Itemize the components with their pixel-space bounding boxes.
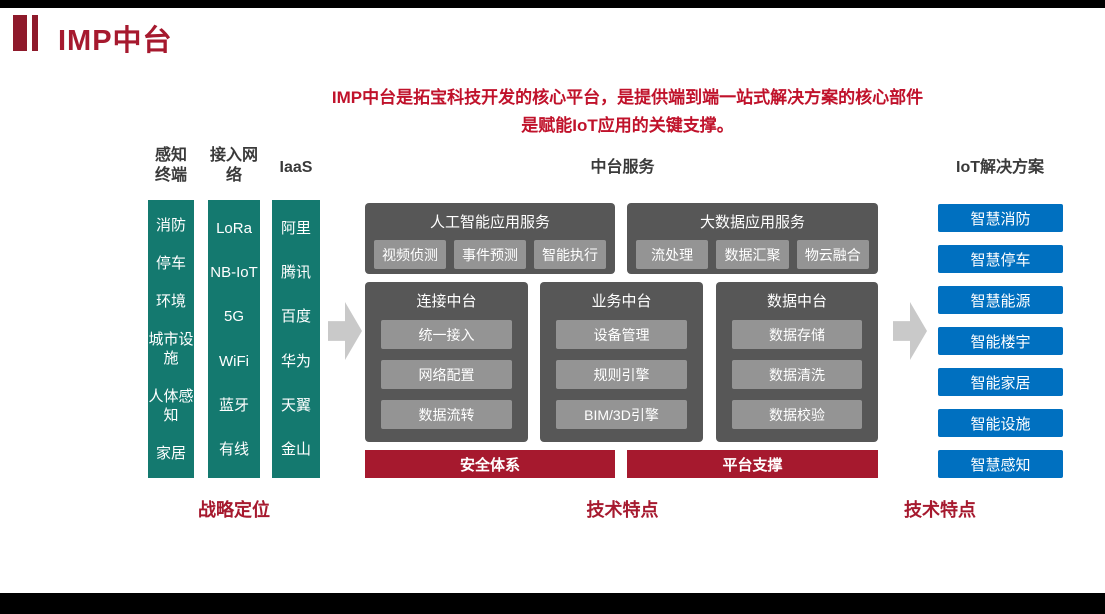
solution-item: 智慧停车	[938, 245, 1063, 273]
pillar-network-item: 5G	[223, 308, 244, 326]
pillar-network-item: NB-IoT	[210, 263, 258, 281]
solution-item: 智慧能源	[938, 286, 1063, 314]
right-arrow-icon	[893, 302, 927, 360]
service-box-bigdata: 大数据应用服务 流处理 数据汇聚 物云融合	[627, 203, 878, 274]
service-box-ai: 人工智能应用服务 视频侦测 事件预测 智能执行	[365, 203, 615, 274]
pillar-iaas-item: 华为	[280, 352, 311, 370]
middle-box-business-title: 业务中台	[591, 293, 652, 310]
pillar-sensing: 消防 停车 环境 城市设施 人体感知 家居	[148, 200, 194, 478]
solution-item: 智慧消防	[938, 204, 1063, 232]
title-accent-bar-thin	[32, 15, 38, 51]
page-title: IMP中台	[58, 25, 173, 57]
middle-box-connect: 连接中台 统一接入 网络配置 数据流转	[365, 282, 528, 442]
service-chip: 统一接入	[381, 320, 512, 349]
subtitle-line-2: 是赋能IoT应用的关键支撑。	[521, 116, 734, 135]
pillar-iaas-item: 百度	[280, 308, 311, 326]
middle-box-data-chips: 数据存储 数据清洗 数据校验	[716, 311, 878, 429]
footer-label-right: 技术特点	[904, 500, 976, 520]
pillar-iaas-item: 天翼	[280, 396, 311, 414]
service-chip: 数据清洗	[732, 360, 862, 389]
middle-box-data: 数据中台 数据存储 数据清洗 数据校验	[716, 282, 878, 442]
foundation-bar-support: 平台支撑	[627, 450, 878, 478]
service-box-bigdata-title: 大数据应用服务	[699, 214, 805, 231]
service-chip: 数据存储	[732, 320, 862, 349]
right-arrow-icon	[328, 302, 362, 360]
solution-item: 智能楼宇	[938, 327, 1063, 355]
middle-box-connect-title: 连接中台	[416, 293, 477, 310]
pillar-sensing-item: 人体感知	[148, 387, 194, 424]
column-header-iaas: IaaS	[279, 159, 313, 176]
service-box-ai-chips: 视频侦测 事件预测 智能执行	[365, 232, 615, 269]
pillar-sensing-item: 家居	[155, 444, 186, 462]
middle-box-business-chips: 设备管理 规则引擎 BIM/3D引擎	[540, 311, 703, 429]
solution-item: 智慧感知	[938, 450, 1063, 478]
service-chip: 数据汇聚	[716, 240, 789, 269]
service-chip: 智能执行	[534, 240, 606, 269]
pillar-iaas-item: 金山	[280, 441, 311, 459]
service-chip: 事件预测	[454, 240, 526, 269]
column-header-network: 接入网络	[209, 147, 258, 184]
solution-item: 智能设施	[938, 409, 1063, 437]
pillar-network-item: 有线	[218, 441, 249, 459]
pillar-network-item: 蓝牙	[218, 396, 249, 414]
subtitle-line-1: IMP中台是拓宝科技开发的核心平台，是提供端到端一站式解决方案的核心部件	[331, 88, 924, 107]
service-chip: 数据校验	[732, 400, 862, 429]
pillar-sensing-item: 城市设施	[148, 330, 194, 367]
pillar-network-item: LoRa	[216, 219, 252, 237]
service-chip: 数据流转	[381, 400, 512, 429]
service-chip: 设备管理	[556, 320, 687, 349]
column-header-solutions: IoT解决方案	[956, 159, 1044, 176]
top-black-bar	[0, 0, 1105, 8]
middle-box-data-title: 数据中台	[766, 293, 827, 310]
footer-label-center: 技术特点	[586, 500, 659, 520]
middle-box-connect-chips: 统一接入 网络配置 数据流转	[365, 311, 528, 429]
pillar-network: LoRa NB-IoT 5G WiFi 蓝牙 有线	[208, 200, 260, 478]
footer-label-left: 战略定位	[198, 500, 270, 520]
service-chip: 流处理	[636, 240, 709, 269]
service-box-ai-title: 人工智能应用服务	[429, 214, 550, 231]
pillar-sensing-item: 停车	[155, 254, 186, 272]
pillar-iaas-item: 腾讯	[280, 263, 311, 281]
pillar-iaas-item: 阿里	[280, 219, 311, 237]
pillar-network-item: WiFi	[219, 352, 249, 370]
title-accent-bar-thick	[13, 15, 27, 51]
service-chip: BIM/3D引擎	[556, 400, 687, 429]
service-chip: 网络配置	[381, 360, 512, 389]
pillar-iaas: 阿里 腾讯 百度 华为 天翼 金山	[272, 200, 320, 478]
service-chip: 视频侦测	[374, 240, 446, 269]
solution-item: 智能家居	[938, 368, 1063, 396]
foundation-bar-security: 安全体系	[365, 450, 615, 478]
service-chip: 规则引擎	[556, 360, 687, 389]
column-header-sensing: 感知终端	[154, 147, 187, 184]
service-chip: 物云融合	[796, 240, 869, 269]
bottom-black-bar	[0, 593, 1105, 614]
service-box-bigdata-chips: 流处理 数据汇聚 物云融合	[627, 232, 878, 269]
middle-box-business: 业务中台 设备管理 规则引擎 BIM/3D引擎	[540, 282, 703, 442]
column-header-platform: 中台服务	[590, 159, 655, 176]
pillar-sensing-item: 环境	[155, 292, 186, 310]
pillar-sensing-item: 消防	[155, 216, 186, 234]
